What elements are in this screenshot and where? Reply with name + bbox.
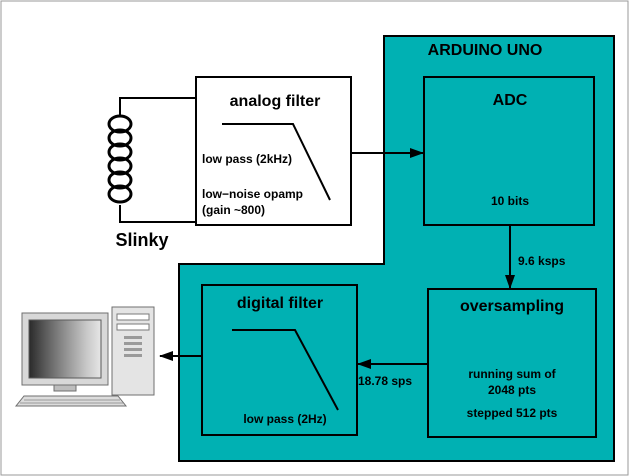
adc-box: [423, 76, 595, 226]
analog-filter-opamp-line1: low−noise opamp: [202, 187, 303, 201]
analog-filter-box: [195, 76, 352, 226]
adc-bits: 10 bits: [491, 194, 529, 208]
oversampling-line1: running sum of: [468, 367, 556, 381]
oversampling-line2: 2048 pts: [488, 383, 536, 397]
digital-rate-label: 18.78 sps: [358, 374, 412, 388]
sensor-label: Slinky: [115, 230, 168, 250]
analog-filter-response: [222, 123, 331, 201]
adc-title: ADC: [493, 92, 528, 109]
analog-filter-lowpass: low pass (2kHz): [202, 152, 292, 166]
board-title: ARDUINO UNO: [428, 42, 543, 59]
desktop-computer-icon: [14, 306, 155, 407]
analog-filter-title: analog filter: [230, 93, 321, 110]
digital-filter-title: digital filter: [237, 295, 323, 312]
digital-filter-lowpass: low pass (2Hz): [243, 412, 326, 426]
digital-filter-box: [201, 284, 358, 436]
adc-rate-label: 9.6 ksps: [518, 254, 566, 268]
oversampling-title: oversampling: [460, 298, 564, 315]
coil-icon: [107, 97, 205, 223]
digital-filter-response: [232, 329, 339, 411]
analog-filter-opamp-line2: (gain ~800): [202, 203, 265, 217]
oversampling-line3: stepped 512 pts: [467, 406, 558, 420]
